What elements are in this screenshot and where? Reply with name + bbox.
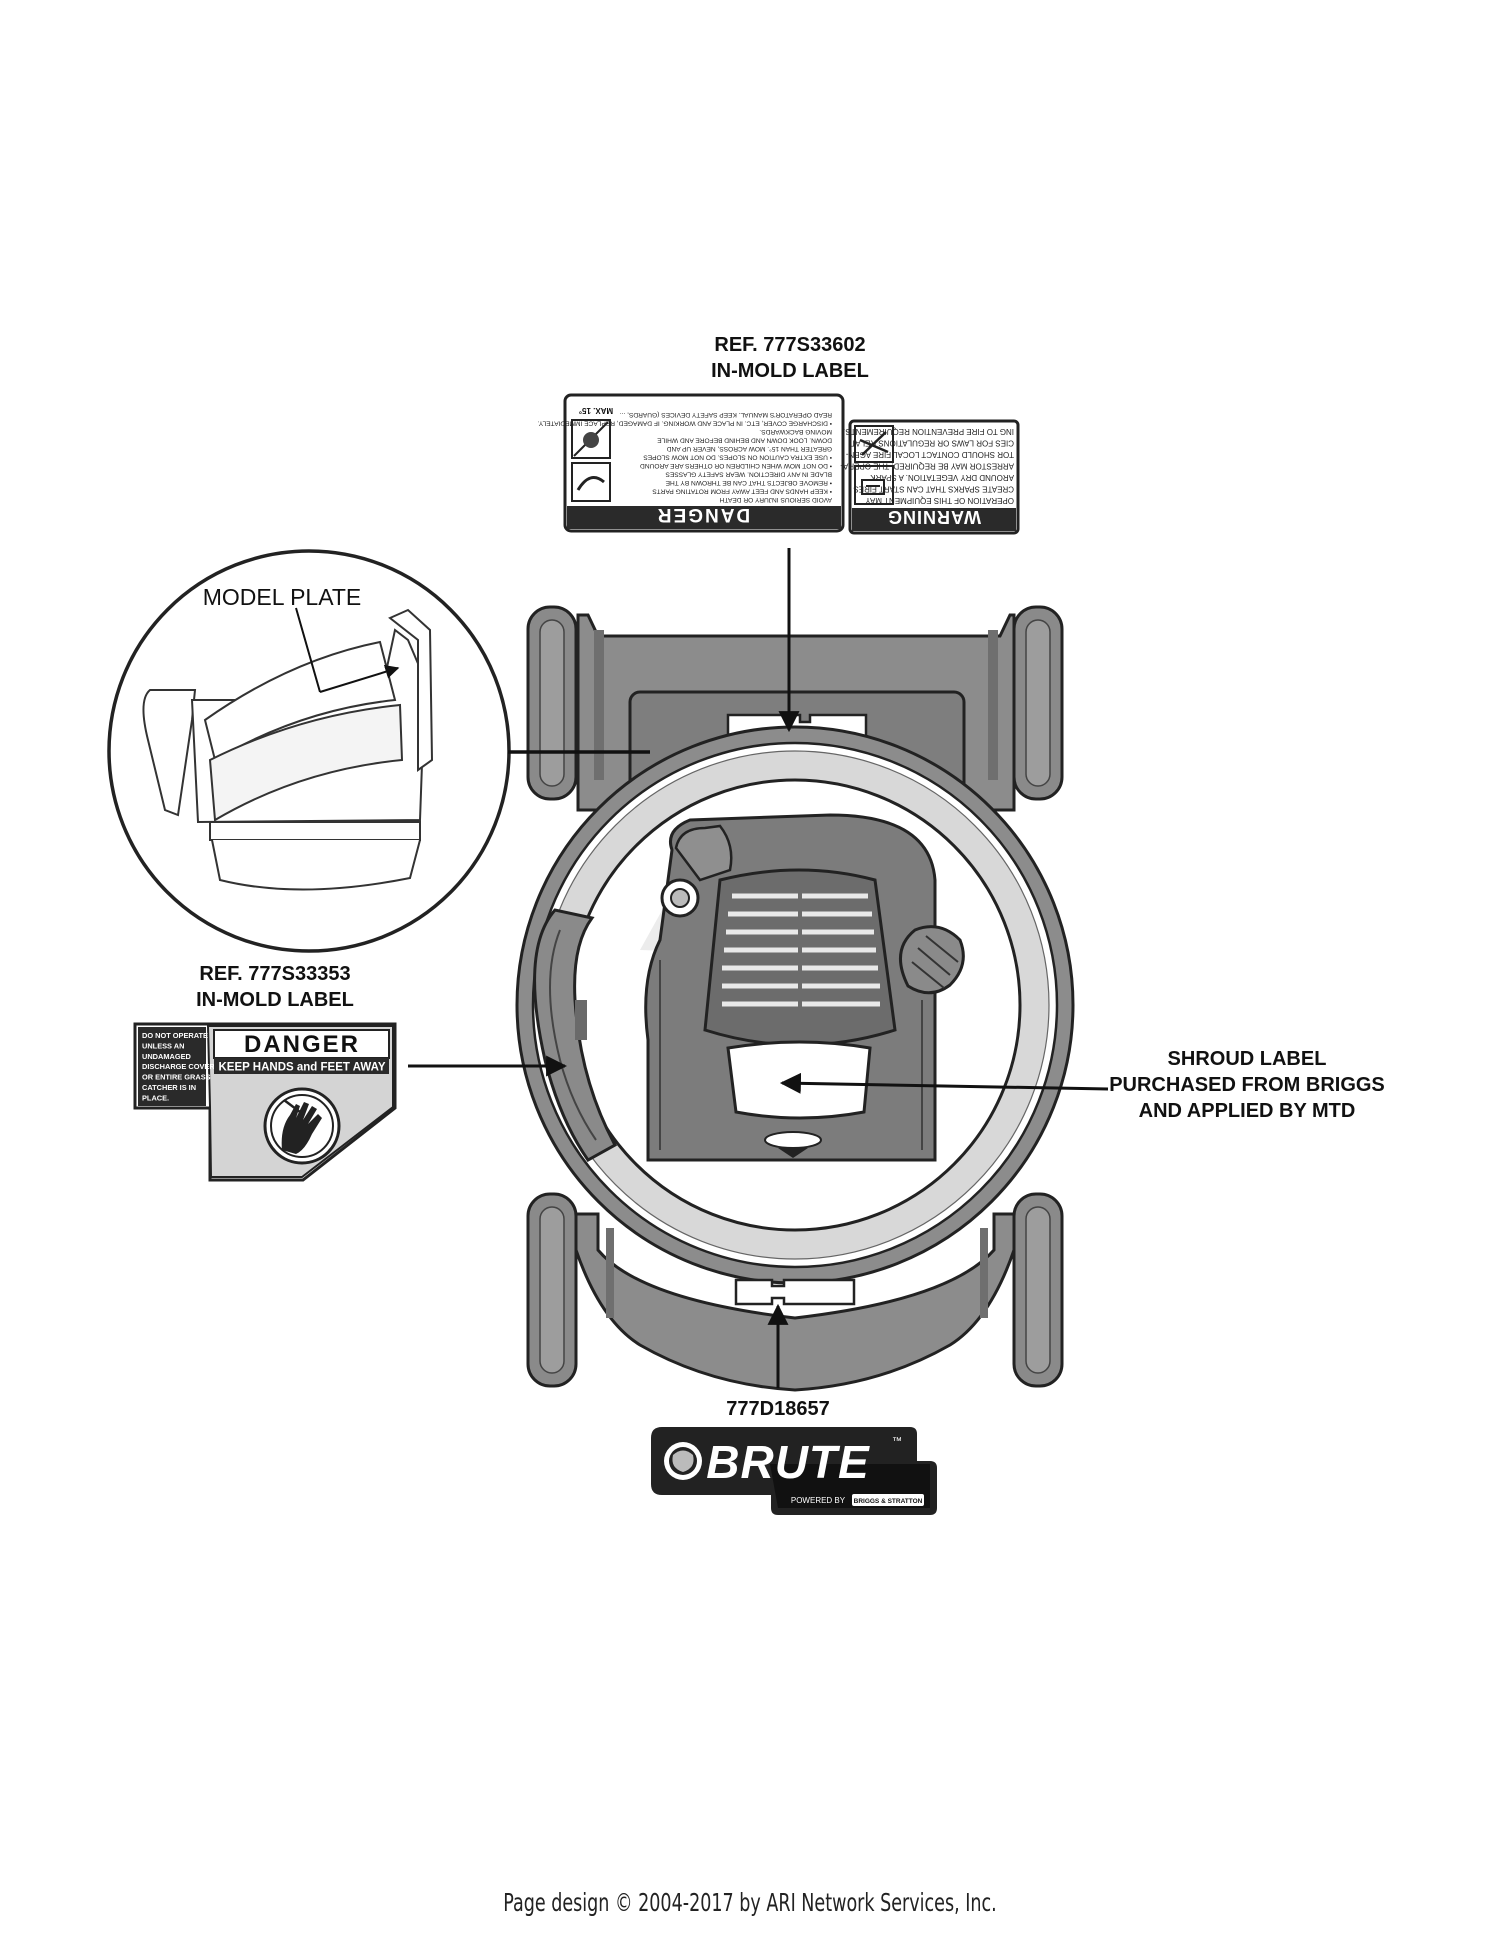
side-notice-line-2: UNDAMAGED [142, 1052, 192, 1061]
danger-banner [567, 506, 841, 529]
warning-text-line-6: ING TO FIRE PREVENTION REQUIREMENTS. [843, 427, 1014, 436]
warning-text-line-1: CREATE SPARKS THAT CAN START FIRES [853, 485, 1014, 494]
left-label-type: IN-MOLD LABEL [196, 989, 354, 1011]
warning-text-line-4: TOR SHOULD CONTACT LOCAL FIRE AGEN- [845, 450, 1014, 459]
rear-deck-skirt [574, 1212, 1016, 1392]
page-footer: Page design © 2004-2017 by ARI Network S… [503, 1888, 997, 1917]
warning-text-line-2: AROUND DRY VEGETATION. A SPARK [870, 473, 1014, 482]
danger-text-line-6: GREATER THAN 15°. MOW ACROSS, NEVER UP A… [666, 445, 832, 453]
danger-text-line-9: • DISCHARGE COVER, ETC. IN PLACE AND WOR… [538, 420, 832, 427]
side-notice-line-5: CATCHER IS IN [142, 1083, 196, 1092]
brute-logo: BRUTE ™ POWERED BY BRIGGS & STRATTON [651, 1427, 937, 1515]
danger-text-lines: AVOID SERIOUS INJURY OR DEATH• KEEP HAND… [538, 411, 832, 503]
danger-text-line-2: • REMOVE OBJECTS THAT CAN BE THROWN BY T… [665, 479, 832, 486]
shroud-label-line1: PURCHASED FROM BRIGGS [1109, 1074, 1385, 1096]
brand-name: BRUTE [706, 1436, 870, 1488]
top-label-ref: REF. 777S33602 [714, 334, 866, 356]
danger-text-line-1: • KEEP HANDS AND FEET AWAY FROM ROTATING… [652, 488, 832, 495]
left-danger-title: DANGER [244, 1031, 360, 1058]
side-notice-line-4: OR ENTIRE GRASS [142, 1073, 211, 1082]
brand-powered-by: POWERED BY [791, 1496, 846, 1505]
warning-text-line-0: OPERATION OF THIS EQUIPMENT MAY [865, 496, 1014, 505]
left-danger-subtitle: KEEP HANDS and FEET AWAY [219, 1062, 386, 1074]
side-notice-line-6: PLACE. [142, 1093, 169, 1102]
brand-trademark: ™ [892, 1436, 902, 1447]
warning-text-line-3: ARRESTOR MAY BE REQUIRED. THE OPERA- [840, 462, 1014, 471]
engine [644, 813, 965, 1162]
svg-text:WARNING: WARNING [887, 507, 981, 527]
model-plate-detail: MODEL PLATE [107, 549, 511, 953]
danger-text-line-8: MOVING BACKWARDS. [759, 428, 832, 435]
left-label-ref: REF. 777S33353 [199, 963, 351, 985]
side-notice-line-0: DO NOT OPERATE [142, 1031, 208, 1040]
side-notice-line-1: UNLESS AN [142, 1041, 184, 1050]
danger-text-line-4: • DO NOT MOW WHEN CHILDREN OR OTHERS ARE… [640, 462, 832, 469]
top-label-callout: REF. 777S33602 IN-MOLD LABEL [640, 332, 940, 384]
mower-drawing [515, 605, 1075, 1392]
bottom-label-callout: 777D18657 [678, 1396, 878, 1422]
shroud-label-callout: SHROUD LABEL PURCHASED FROM BRIGGS AND A… [1092, 1046, 1402, 1124]
danger-text-line-7: DOWN. LOOK DOWN AND BEHIND BEFORE AND WH… [657, 437, 832, 444]
shroud-label-area [726, 1040, 872, 1120]
warning-text-line-5: CIES FOR LAWS OR REGULATIONS RELAT- [848, 439, 1014, 448]
side-notice-line-3: DISCHARGE COVER [142, 1062, 215, 1071]
shroud-label-leader [779, 1072, 1109, 1094]
danger-text-line-3: BLADE IN ANY DIRECTION. WEAR SAFETY GLAS… [665, 471, 832, 478]
discharge-chute [533, 908, 618, 1162]
warning-banner [852, 508, 1016, 531]
danger-text-line-0: AVOID SERIOUS INJURY OR DEATH [719, 496, 832, 503]
danger-text-line-10: READ OPERATOR'S MANUAL. KEEP SAFETY DEVI… [620, 411, 832, 418]
shroud-label-title: SHROUD LABEL [1167, 1048, 1327, 1070]
bottom-label-ref: 777D18657 [726, 1398, 830, 1420]
brand-engine: BRIGGS & STRATTON [854, 1498, 923, 1505]
danger-text-line-5: • USE EXTRA CAUTION ON SLOPES. DO NOT MO… [643, 454, 832, 461]
warning-text-lines: OPERATION OF THIS EQUIPMENT MAY CREATE SP… [840, 427, 1014, 505]
svg-text:DANGER: DANGER [656, 504, 750, 525]
danger-banner-text: DANGER [656, 504, 750, 525]
top-label-type: IN-MOLD LABEL [711, 360, 869, 382]
shroud-label-line2: AND APPLIED BY MTD [1138, 1100, 1356, 1122]
model-plate-label: MODEL PLATE [203, 584, 361, 610]
top-inmold-decal: DANGER MAX. 15° AVOID SERIOUS INJURY OR … [538, 393, 1020, 535]
warning-banner-text: WARNING [887, 507, 981, 527]
danger-max-slope: MAX. 15° [579, 406, 613, 415]
left-label-callout: REF. 777S33353 IN-MOLD LABEL [130, 961, 420, 1013]
left-decal-side-notice [138, 1027, 206, 1106]
